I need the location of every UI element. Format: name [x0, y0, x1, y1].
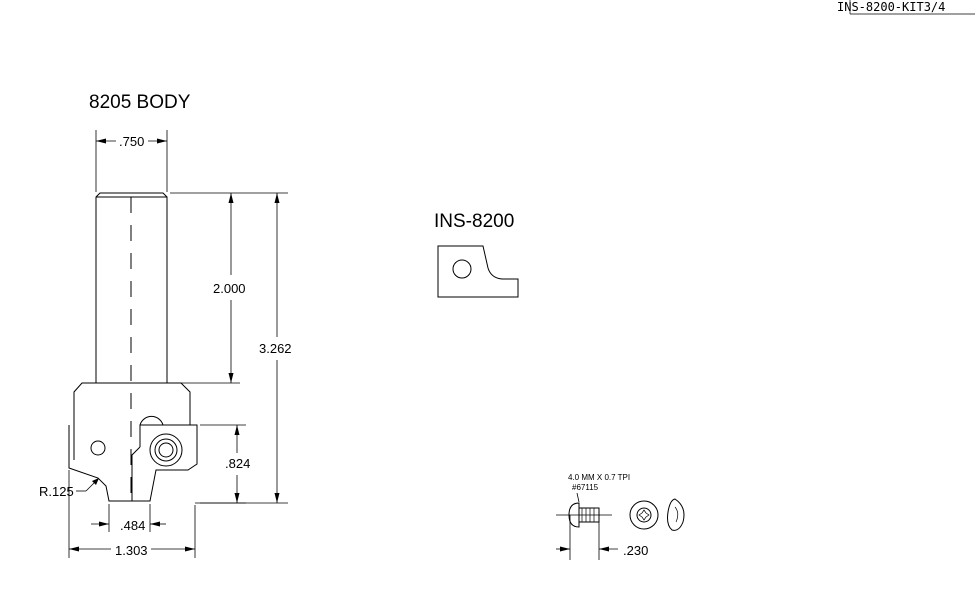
screw-side-view [556, 502, 612, 560]
dim-radius-label: R.125 [39, 484, 74, 499]
insert-outline [437, 245, 519, 298]
screw-end-view [629, 498, 685, 531]
dim-cutter-width-label: .484 [120, 518, 145, 533]
body-outline [68, 192, 198, 502]
screw-part-number: #67115 [572, 483, 599, 492]
dim-insert-height: .824 [200, 424, 250, 504]
body-title: 8205 BODY [89, 92, 191, 113]
screw-callout: 4.0 MM X 0.7 TPI #67115 [568, 473, 630, 503]
sheet-id-box: INS-8200-KIT3/4 [837, 0, 975, 15]
dim-screw-length-label: .230 [623, 543, 648, 558]
sheet-id-label: INS-8200-KIT3/4 [837, 0, 945, 14]
dim-insert-height-label: .824 [225, 456, 250, 471]
screw-spec-label: 4.0 MM X 0.7 TPI [568, 473, 630, 482]
dim-shank-length: 2.000 [170, 192, 288, 384]
dim-shank-diameter-label: .750 [119, 134, 144, 149]
dim-cutter-width: .484 [91, 504, 166, 533]
insert-title: INS-8200 [434, 211, 514, 232]
dim-cutting-diameter-label: 1.303 [115, 543, 148, 558]
dim-shank-length-label: 2.000 [213, 281, 246, 296]
dim-shank-diameter: .750 [95, 130, 168, 192]
dim-radius: R.125 [39, 478, 99, 499]
dim-cutting-diameter: 1.303 [68, 470, 196, 558]
dim-screw-length: .230 [556, 543, 648, 558]
dim-overall-length-label: 3.262 [259, 341, 292, 356]
